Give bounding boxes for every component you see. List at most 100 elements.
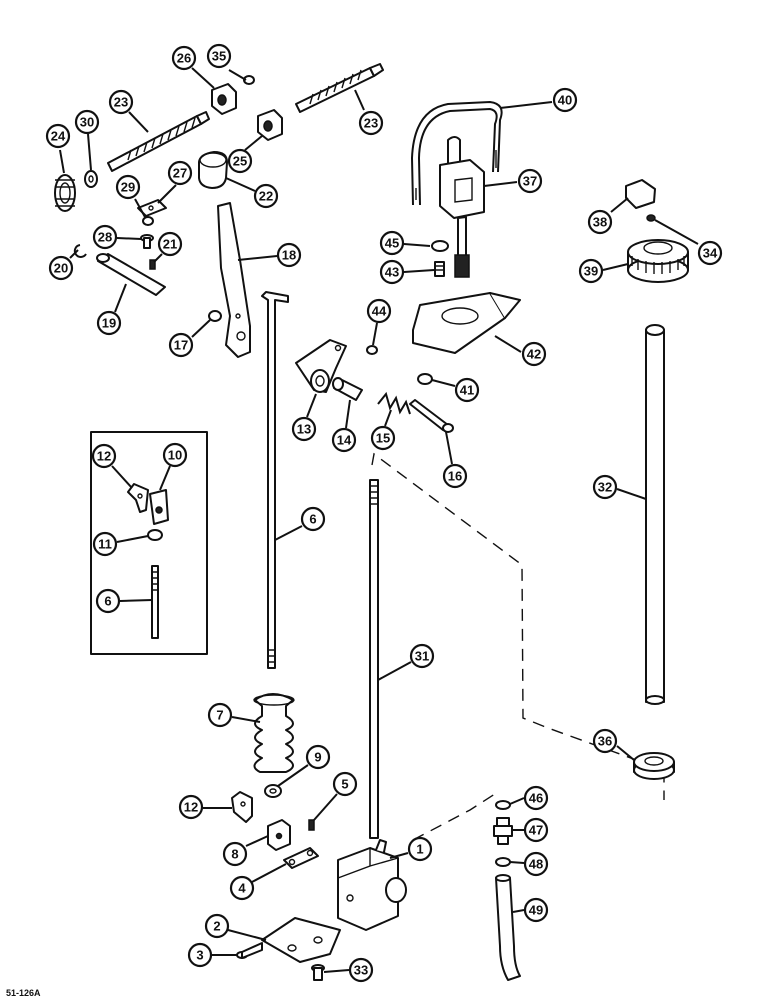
part-47-fitting [493, 817, 513, 845]
part-6-control-rod [261, 291, 289, 669]
svg-text:44: 44 [372, 304, 387, 319]
svg-text:29: 29 [121, 180, 135, 195]
svg-text:8: 8 [231, 847, 238, 862]
svg-text:31: 31 [415, 649, 429, 664]
callout-49: 49 [512, 897, 549, 923]
callout-46: 46 [509, 785, 549, 811]
svg-text:12: 12 [184, 800, 198, 815]
callout-11: 11 [92, 531, 149, 557]
dashed-guide-hose-path [412, 791, 499, 841]
svg-text:40: 40 [558, 93, 572, 108]
svg-text:5: 5 [341, 777, 348, 792]
inset-part-6-rod [151, 565, 159, 639]
callout-3: 3 [187, 942, 237, 968]
svg-text:42: 42 [527, 347, 541, 362]
callout-32: 32 [592, 474, 647, 500]
callout-23-right: 23 [354, 89, 384, 136]
part-9-nut [264, 784, 282, 798]
svg-text:4: 4 [238, 881, 246, 896]
callout-28: 28 [92, 224, 142, 250]
svg-text:24: 24 [51, 129, 66, 144]
svg-text:25: 25 [233, 154, 247, 169]
part-46-o-ring [495, 800, 511, 810]
part-20-clip [73, 244, 87, 258]
callout-27: 27 [157, 160, 193, 204]
callout-19: 19 [96, 283, 127, 336]
callout-33: 33 [323, 957, 374, 983]
callout-20: 20 [48, 249, 79, 281]
part-26-clamp-block [211, 83, 237, 115]
callout-15: 15 [370, 409, 396, 451]
callout-38: 38 [587, 197, 629, 235]
svg-text:32: 32 [598, 480, 612, 495]
svg-text:16: 16 [448, 469, 462, 484]
svg-text:7: 7 [216, 708, 223, 723]
svg-text:45: 45 [385, 236, 399, 251]
part-4-link [283, 847, 319, 869]
part-38-knob [625, 179, 656, 209]
figure-code: 51-126A [6, 988, 41, 998]
svg-text:15: 15 [376, 431, 390, 446]
callout-41: 41 [431, 377, 480, 403]
part-8-connector [267, 819, 291, 851]
callout-45: 45 [379, 230, 431, 256]
part-19-shaft [96, 253, 166, 296]
callout-1: 1 [389, 836, 433, 862]
callout-18: 18 [237, 242, 302, 268]
callout-12-inset: 12 [91, 443, 133, 489]
callout-6: 6 [274, 506, 326, 541]
callout-31: 31 [377, 643, 435, 681]
callout-37: 37 [483, 168, 543, 194]
svg-text:27: 27 [173, 166, 187, 181]
part-43-screw [434, 261, 445, 277]
part-12-fitting [231, 791, 253, 823]
inset-part-11 [147, 529, 163, 541]
svg-text:41: 41 [460, 383, 474, 398]
svg-text:37: 37 [523, 174, 537, 189]
svg-text:11: 11 [98, 537, 112, 552]
inset-part-10 [149, 489, 169, 525]
svg-text:9: 9 [314, 750, 321, 765]
part-23-left-threaded-rod [107, 111, 210, 172]
callout-34: 34 [654, 219, 723, 266]
callout-48: 48 [509, 851, 549, 877]
svg-text:10: 10 [168, 448, 182, 463]
callout-16: 16 [442, 431, 468, 489]
callout-21: 21 [153, 231, 183, 263]
svg-text:49: 49 [529, 903, 543, 918]
callout-23-left: 23 [108, 89, 149, 133]
callout-25: 25 [227, 135, 263, 174]
svg-text:46: 46 [529, 791, 543, 806]
callout-10: 10 [159, 442, 188, 491]
svg-text:2: 2 [213, 919, 220, 934]
callout-40: 40 [499, 87, 578, 113]
part-49-hose [495, 874, 521, 981]
part-31-long-rod [369, 479, 379, 839]
svg-text:33: 33 [354, 963, 368, 978]
part-48-washer [495, 857, 511, 867]
svg-text:13: 13 [297, 422, 311, 437]
part-37-joystick-valve [439, 136, 485, 278]
part-3-screw [236, 942, 263, 959]
callout-9: 9 [277, 744, 331, 787]
svg-text:30: 30 [80, 115, 94, 130]
part-13-lever [295, 339, 347, 393]
part-7-rubber-boot [253, 693, 295, 773]
part-15-spring [377, 391, 411, 415]
svg-text:26: 26 [177, 51, 191, 66]
part-22-knob [198, 151, 228, 189]
inset-part-12 [127, 483, 149, 513]
svg-text:6: 6 [104, 594, 111, 609]
part-32-long-tube [645, 324, 665, 705]
callout-42: 42 [494, 335, 547, 367]
callout-6-inset: 6 [95, 588, 153, 614]
part-25-clamp-block [257, 109, 283, 141]
svg-text:35: 35 [212, 49, 226, 64]
svg-text:38: 38 [593, 215, 607, 230]
part-18-lever-arm [217, 202, 251, 358]
part-33-screw [311, 964, 325, 981]
svg-text:3: 3 [196, 948, 203, 963]
svg-text:21: 21 [163, 237, 177, 252]
callout-7: 7 [207, 702, 261, 728]
svg-text:43: 43 [385, 265, 399, 280]
